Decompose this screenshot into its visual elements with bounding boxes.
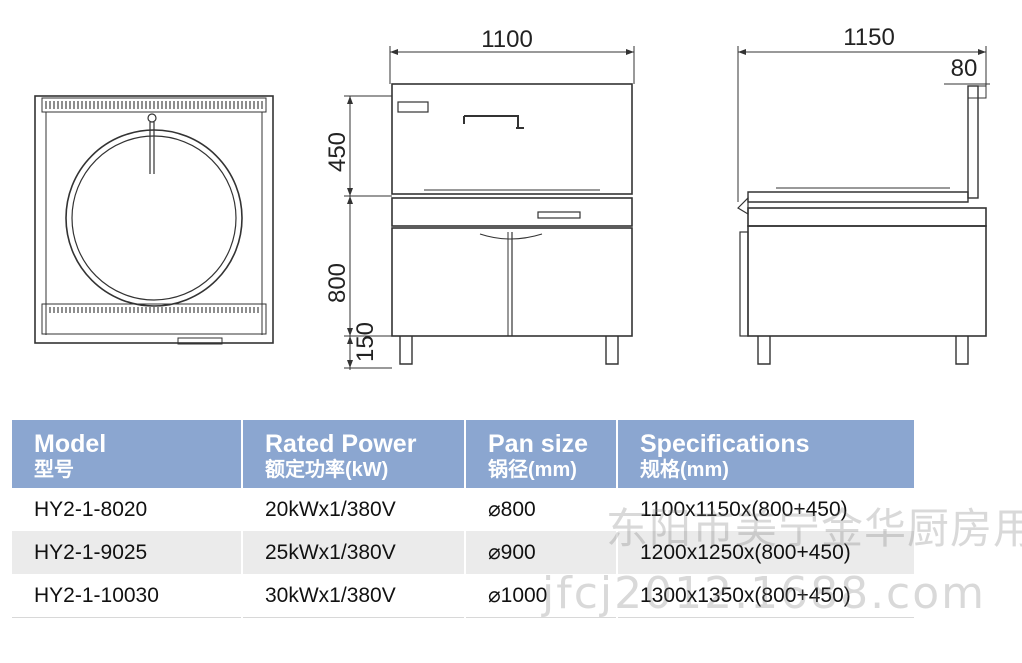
top-view — [34, 95, 274, 345]
dim-front-width: 1100 — [481, 26, 533, 53]
header-cn: 额定功率(kW) — [265, 459, 389, 481]
cell-pan: ⌀1000 — [465, 574, 618, 618]
side-view — [737, 46, 990, 365]
cell-power: 20kWx1/380V — [242, 488, 466, 531]
cell-spec: 1300x1350x(800+450) — [617, 574, 914, 618]
dim-side-top: 80 — [951, 55, 978, 82]
dim-body-height: 800 — [324, 263, 351, 303]
header-en: Rated Power — [265, 430, 417, 458]
cell-model: HY2-1-8020 — [12, 488, 243, 531]
cell-spec: 1100x1150x(800+450) — [617, 488, 914, 531]
header-en: Model — [34, 430, 107, 458]
header-en: Pan size — [488, 430, 589, 458]
table-row: HY2-1-10030 30kWx1/380V ⌀1000 1300x1350x… — [12, 574, 914, 618]
header-cn: 锅径(mm) — [488, 459, 577, 481]
dim-leg-height: 150 — [352, 322, 379, 362]
cell-spec: 1200x1250x(800+450) — [617, 531, 914, 574]
front-view — [344, 46, 635, 370]
cell-model: HY2-1-10030 — [12, 574, 243, 618]
header-cn: 型号 — [34, 459, 74, 481]
table-row: HY2-1-9025 25kWx1/380V ⌀900 1200x1250x(8… — [12, 531, 914, 574]
cell-power: 25kWx1/380V — [242, 531, 466, 574]
cell-model: HY2-1-9025 — [12, 531, 243, 574]
cell-power: 30kWx1/380V — [242, 574, 466, 618]
dim-side-width: 1150 — [843, 24, 895, 51]
cell-pan: ⌀800 — [465, 488, 618, 531]
table-row: HY2-1-8020 20kWx1/380V ⌀800 1100x1150x(8… — [12, 488, 914, 531]
header-cn: 规格(mm) — [640, 459, 729, 481]
header-en: Specifications — [640, 430, 810, 458]
dim-top-height: 450 — [324, 132, 351, 172]
technical-drawing: 1100 1150 80 450 800 150 — [34, 24, 990, 370]
cell-pan: ⌀900 — [465, 531, 618, 574]
